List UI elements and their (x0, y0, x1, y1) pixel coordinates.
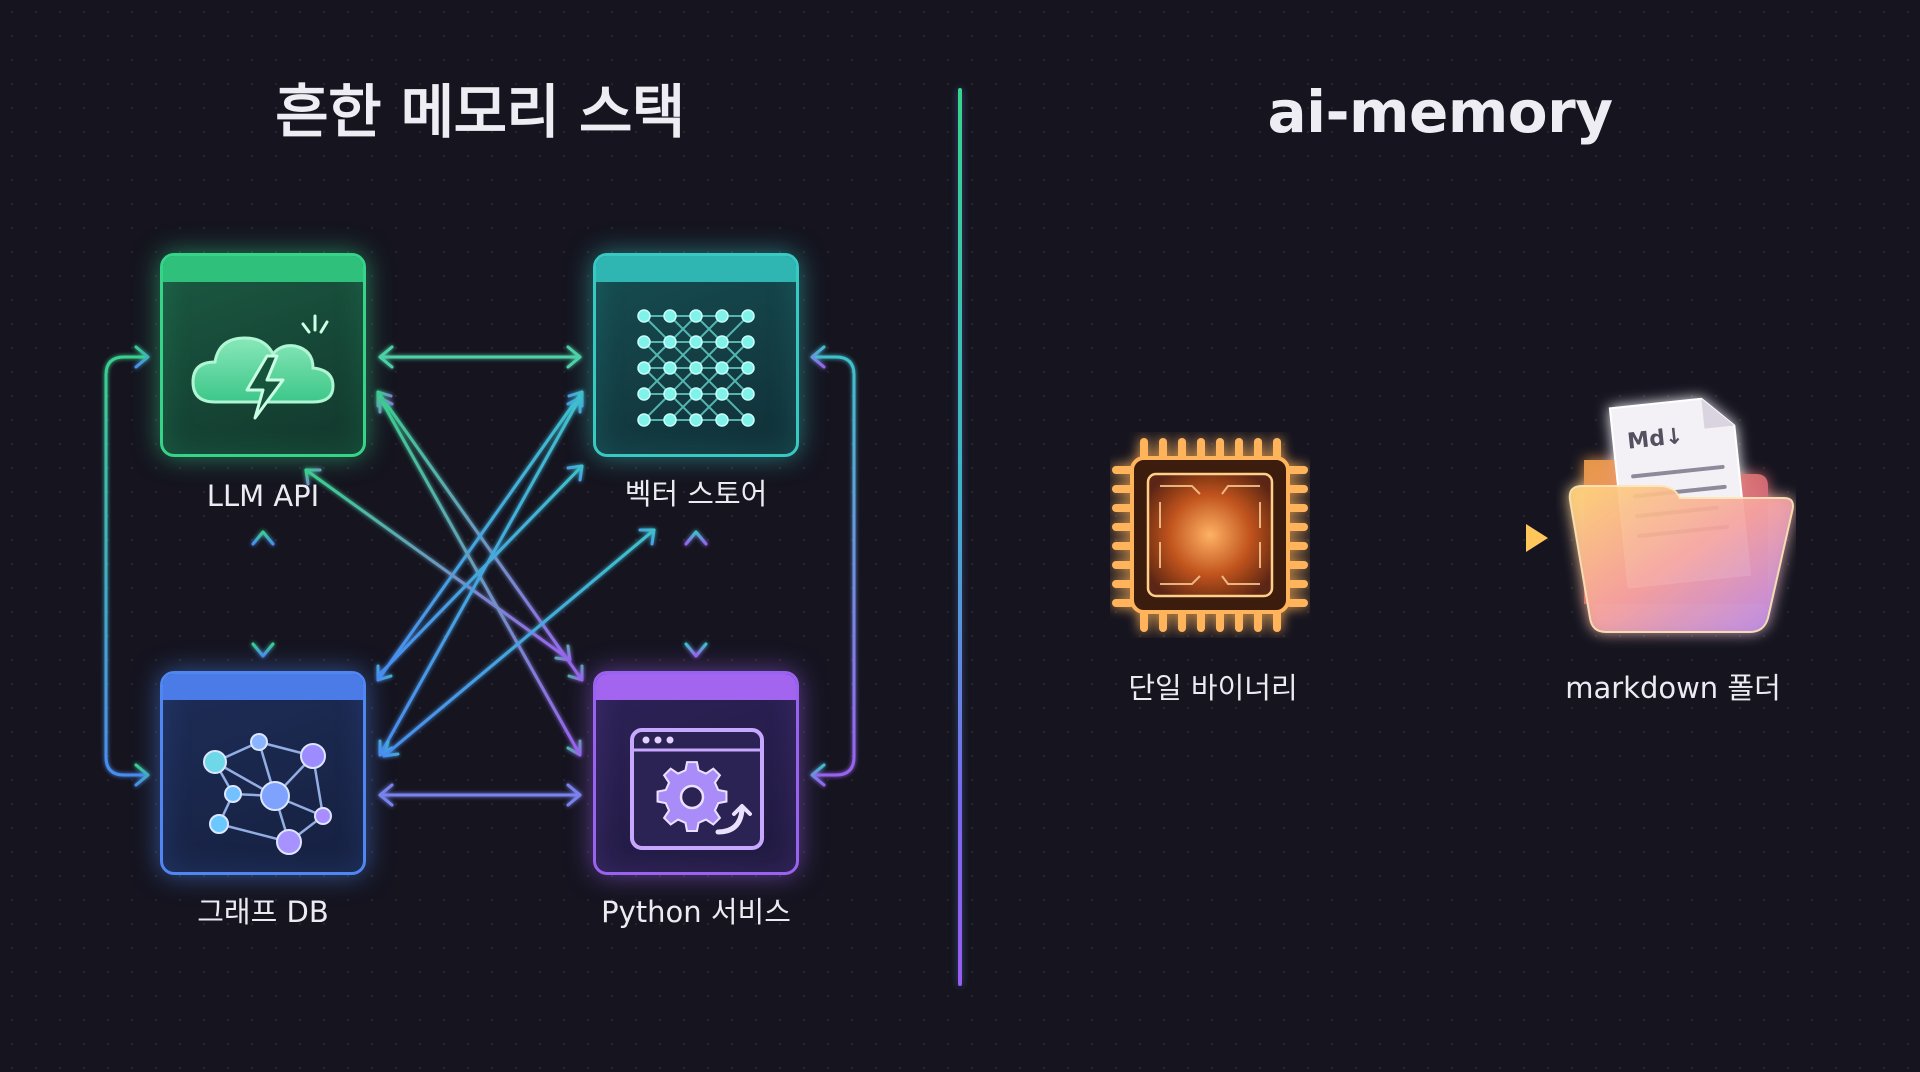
arrow-diagonal-6 (382, 528, 656, 758)
gear-window-icon (630, 728, 764, 850)
markdown-folder-icon: Md↓ (1568, 397, 1794, 633)
arrow-llm-graph (251, 530, 275, 658)
vector-grid-icon (637, 309, 755, 427)
arrow-diagonal-3 (304, 468, 572, 662)
markdown-badge: Md↓ (1626, 424, 1684, 455)
python-service-node (593, 671, 799, 875)
right-panel-title: ai-memory (1267, 78, 1613, 146)
arrow-binary-to-folder (1328, 524, 1548, 552)
graph-db-node (160, 671, 366, 875)
node-header-bar (596, 256, 796, 282)
vector-store-label: 벡터 스토어 (624, 477, 768, 511)
arrow-diagonal-5 (378, 396, 582, 757)
llm-api-node (160, 253, 366, 457)
node-header-bar (163, 256, 363, 282)
arrow-diagonal-7 (376, 464, 584, 678)
graph-db-label: 그래프 DB (197, 895, 329, 929)
arrow-outer-right (810, 345, 856, 787)
cpu-chip-icon (1112, 438, 1308, 632)
llm-api-label: LLM API (206, 479, 320, 513)
vector-store-node (593, 253, 799, 457)
arrow-vector-python (684, 530, 708, 658)
python-service-label: Python 서비스 (601, 895, 791, 929)
arrow-llm-vector (378, 345, 582, 369)
left-panel-title: 흔한 메모리 스택 (275, 78, 685, 146)
panel-divider (958, 88, 962, 986)
node-header-bar (596, 674, 796, 700)
connector-arrows (104, 345, 856, 807)
network-graph-icon (203, 733, 332, 855)
arrow-graph-python (378, 783, 582, 807)
node-header-bar (163, 674, 363, 700)
cloud-lightning-icon (191, 314, 335, 420)
arrow-diagonal-2 (376, 390, 584, 682)
arrow-outer-left (104, 345, 150, 787)
single-binary-label: 단일 바이너리 (1128, 671, 1298, 705)
markdown-folder-label: markdown 폴더 (1565, 671, 1781, 705)
